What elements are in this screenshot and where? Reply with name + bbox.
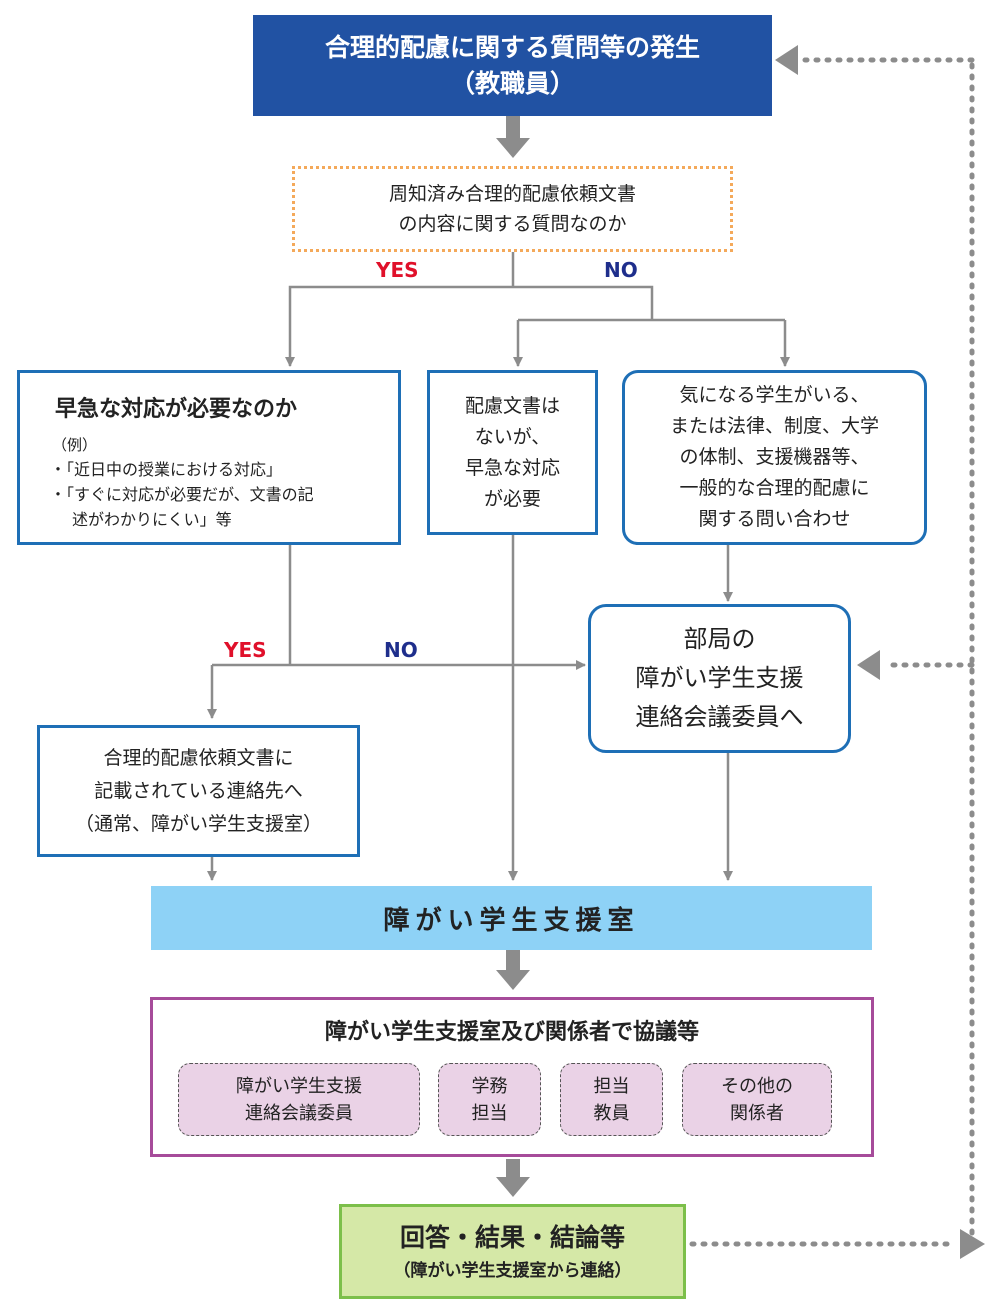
- urgent-box: 早急な対応が必要なのか （例） ・「近日中の授業における対応」 ・「すぐに対応が…: [17, 370, 401, 545]
- urgent-title: 早急な対応が必要なのか: [55, 397, 298, 422]
- participant-box: 障がい学生支援 連絡会議委員: [178, 1063, 420, 1136]
- department-line2: 障がい学生支援: [635, 664, 804, 692]
- participant-box: 担当 教員: [560, 1063, 663, 1136]
- yes-label-mid: YES: [224, 638, 267, 662]
- no-label-top: NO: [604, 258, 638, 282]
- header-line1: 合理的配慮に関する質問等の発生: [324, 32, 700, 62]
- block-arrow-header-to-question: [496, 116, 530, 158]
- feedback-arrowheads: [775, 45, 985, 1259]
- question-line1: 周知済み合理的配慮依頼文書: [388, 183, 636, 205]
- concern-box: 気になる学生がいる、 または法律、制度、大学 の体制、支援機器等、 一般的な合理…: [622, 370, 927, 545]
- department-line3: 連絡会議委員へ: [635, 703, 804, 731]
- contact-line2: 記載されている連絡先へ: [94, 779, 303, 802]
- participant-line1: 学務: [471, 1075, 508, 1097]
- no-document-line3: 早急な対応: [464, 456, 560, 479]
- participant-line1: 障がい学生支援: [236, 1075, 362, 1097]
- connector-lines: [207, 252, 790, 881]
- concern-line4: 一般的な合理的配慮に: [679, 477, 870, 499]
- no-document-line4: が必要: [483, 487, 541, 510]
- concern-line3: の体制、支援機器等、: [679, 446, 870, 468]
- block-arrow-consult-to-result: [496, 1159, 530, 1197]
- participant-box: 学務 担当: [438, 1063, 541, 1136]
- support-office-label: 障がい学生支援室: [383, 905, 640, 936]
- urgent-bullet2-line1: ・「すぐに対応が必要だが、文書の記: [50, 485, 314, 504]
- participant-line2: 教員: [593, 1102, 630, 1124]
- result-box: 回答・結果・結論等 （障がい学生支援室から連絡）: [339, 1204, 686, 1299]
- feedback-dotted-loop: [689, 57, 975, 1247]
- participant-box: その他の 関係者: [682, 1063, 832, 1136]
- result-line2: （障がい学生支援室から連絡）: [393, 1260, 632, 1281]
- contact-box: 合理的配慮依頼文書に 記載されている連絡先へ （通常、障がい学生支援室）: [37, 725, 360, 857]
- concern-line1: 気になる学生がいる、: [679, 384, 870, 406]
- no-document-line2: ないが、: [474, 425, 551, 448]
- no-document-box: 配慮文書は ないが、 早急な対応 が必要: [427, 370, 598, 535]
- question-line2: の内容に関する質問なのか: [398, 213, 627, 235]
- contact-line3: （通常、障がい学生支援室）: [74, 812, 322, 835]
- header-box: 合理的配慮に関する質問等の発生 （教職員）: [253, 15, 772, 116]
- contact-line1: 合理的配慮依頼文書に: [103, 746, 294, 769]
- block-arrow-support-to-consult: [496, 950, 530, 990]
- urgent-bullet2-line2: 述がわかりにくい」等: [72, 510, 232, 529]
- participant-line1: その他の: [721, 1075, 793, 1097]
- participant-line1: 担当: [593, 1075, 630, 1097]
- no-label-mid: NO: [384, 638, 418, 662]
- yes-label-top: YES: [376, 258, 419, 282]
- question-box: 周知済み合理的配慮依頼文書 の内容に関する質問なのか: [292, 166, 733, 252]
- department-box: 部局の 障がい学生支援 連絡会議委員へ: [588, 604, 851, 753]
- consultation-box: 障がい学生支援室及び関係者で協議等: [150, 997, 874, 1157]
- urgent-bullet1: ・「近日中の授業における対応」: [50, 460, 283, 479]
- header-line2: （教職員）: [449, 68, 575, 98]
- participant-line2: 担当: [471, 1102, 508, 1124]
- support-office-box: 障がい学生支援室: [151, 886, 872, 950]
- urgent-example-heading: （例）: [52, 436, 98, 454]
- concern-line5: 関する問い合わせ: [698, 508, 851, 530]
- concern-line2: または法律、制度、大学: [669, 415, 879, 437]
- consultation-title: 障がい学生支援室及び関係者で協議等: [324, 1020, 699, 1045]
- participant-line2: 連絡会議委員: [245, 1102, 353, 1124]
- department-line1: 部局の: [683, 625, 756, 653]
- result-line1: 回答・結果・結論等: [399, 1222, 625, 1252]
- no-document-line1: 配慮文書は: [464, 394, 560, 417]
- participant-line2: 関係者: [730, 1102, 784, 1124]
